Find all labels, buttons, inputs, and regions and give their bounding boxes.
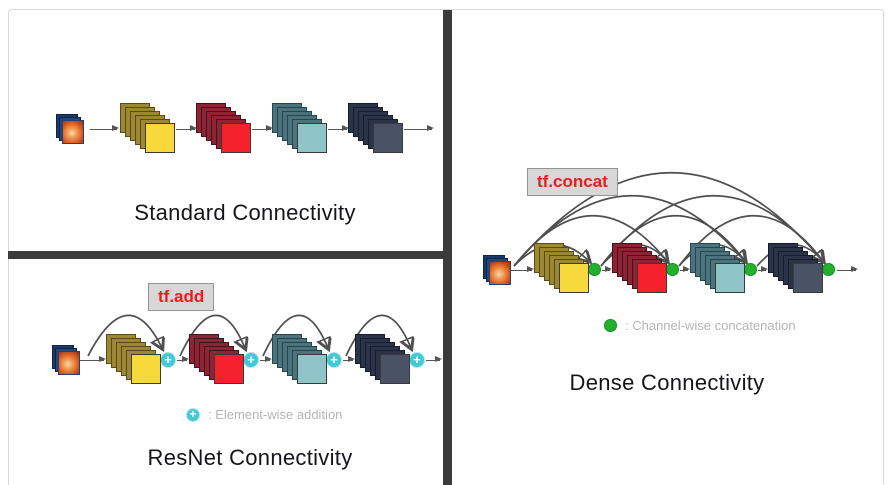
stack-layer [637, 263, 667, 293]
conv-stack-navy [768, 243, 823, 293]
panel-title-dense: Dense Connectivity [569, 370, 765, 395]
stack-layer [221, 123, 251, 153]
flow-arrow [90, 125, 119, 132]
flow-arrow [602, 266, 612, 273]
elementwise-add-node: + [409, 352, 425, 368]
conv-stack-yellow [534, 243, 589, 293]
conv-stack-teal [272, 334, 327, 384]
card-border [8, 9, 884, 485]
panel-standard-connectivity: Standard Connectivity [8, 10, 443, 251]
elementwise-add-icon: + [186, 407, 200, 422]
conv-stack-yellow [106, 334, 161, 384]
flow-arrow [252, 125, 273, 132]
legend-text: : Element-wise addition [208, 407, 343, 422]
elementwise-add-node: + [160, 352, 176, 368]
stack-layer [793, 263, 823, 293]
concat-node [822, 263, 835, 276]
input-image-cube [52, 345, 80, 375]
stack-layer [214, 354, 244, 384]
concat-node [744, 263, 757, 276]
flow-arrow [680, 266, 690, 273]
tf-add-label: tf.add [148, 283, 215, 311]
legend-text: : Channel-wise concatenation [625, 318, 796, 333]
flow-arrow [426, 356, 442, 363]
flow-arrow [260, 356, 272, 363]
conv-stack-navy [348, 103, 403, 153]
vertical-divider [443, 10, 452, 485]
conv-stack-red [196, 103, 251, 153]
flow-arrow [837, 266, 858, 273]
input-image-front [62, 120, 84, 144]
input-image-cube [56, 114, 84, 144]
conv-stack-red [189, 334, 244, 384]
legend-channelwise-concat: : Channel-wise concatenation [604, 318, 796, 333]
flow-arrow [80, 356, 106, 363]
flow-arrow [404, 125, 434, 132]
conv-stack-teal [272, 103, 327, 153]
panel-dense-connectivity: tf.concat : Channel-wise concatenation D… [452, 10, 883, 485]
flow-arrow [176, 125, 197, 132]
concat-node [588, 263, 601, 276]
concat-node [666, 263, 679, 276]
panel-title-resnet: ResNet Connectivity [147, 445, 353, 470]
flow-arrow [177, 356, 189, 363]
input-image-front [58, 351, 80, 375]
concat-icon [604, 319, 617, 332]
flow-arrow [328, 125, 349, 132]
stack-layer [297, 354, 327, 384]
conv-stack-navy [355, 334, 410, 384]
panel-resnet-connectivity: tf.add + + + + + : Element-wise addition… [8, 259, 443, 485]
input-image-cube [483, 255, 511, 285]
stack-layer [131, 354, 161, 384]
horizontal-divider [8, 251, 444, 259]
stack-layer [373, 123, 403, 153]
tf-concat-label: tf.concat [527, 168, 618, 196]
stack-layer [145, 123, 175, 153]
flow-arrow [511, 266, 534, 273]
elementwise-add-node: + [243, 352, 259, 368]
conv-stack-teal [690, 243, 745, 293]
stack-layer [715, 263, 745, 293]
legend-elementwise-addition: + : Element-wise addition [186, 407, 342, 422]
stack-layer [559, 263, 589, 293]
panel-title-standard: Standard Connectivity [134, 200, 356, 225]
conv-stack-yellow [120, 103, 175, 153]
flow-arrow [758, 266, 768, 273]
conv-stack-red [612, 243, 667, 293]
stack-layer [297, 123, 327, 153]
input-image-front [489, 261, 511, 285]
elementwise-add-node: + [326, 352, 342, 368]
flow-arrow [343, 356, 355, 363]
stack-layer [380, 354, 410, 384]
